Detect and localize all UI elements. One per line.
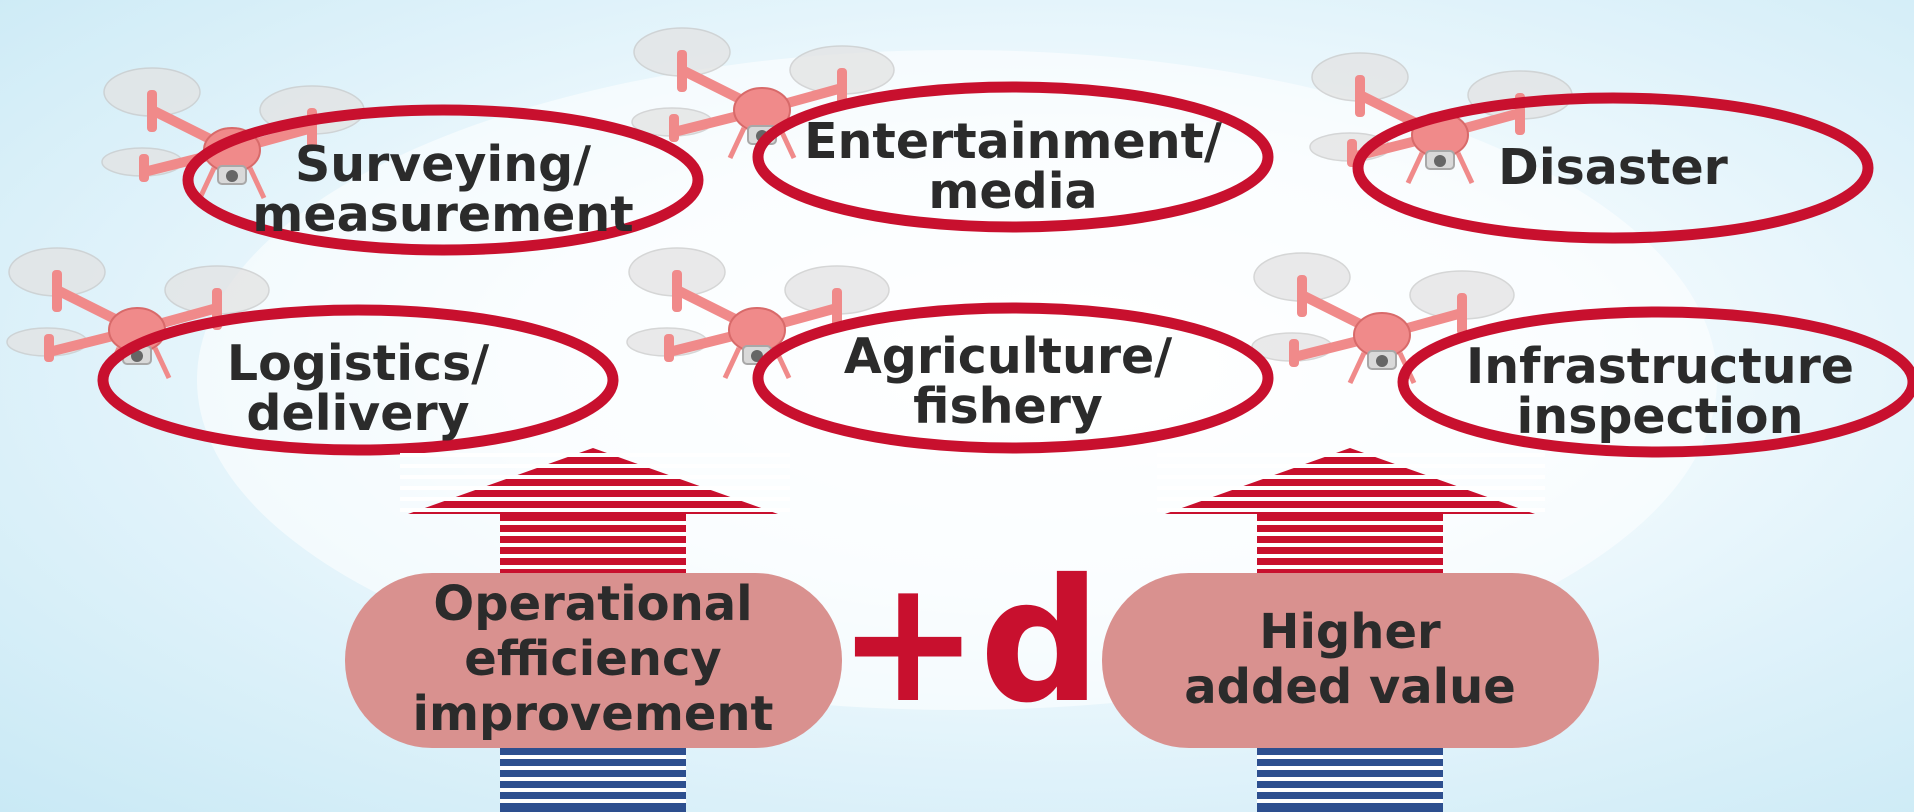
plus-d-logo: +d [837,543,1101,741]
label-line: improvement [412,686,774,743]
use-case-ellipse-agriculture [752,302,1274,454]
use-case-label-agriculture: Agriculture/ fishery [844,332,1172,432]
label-line: Operational [433,576,753,633]
label-line: Logistics/ [226,335,490,393]
left-up-arrow [400,448,790,812]
left-arrow-shaft-red [500,514,686,574]
use-case-label-disaster: Disaster [1498,143,1728,193]
right-arrow-shaft-blue [1257,748,1443,812]
use-case-ellipse-entertainment [752,81,1274,233]
label-line: Higher [1259,603,1441,660]
label-line: Surveying/ [294,136,592,194]
left-arrow-head [400,448,790,514]
use-case-ellipse-disaster [1352,92,1874,244]
label-line: Disaster [1498,139,1728,197]
label-line: delivery [246,385,470,442]
use-case-ellipse-surveying [182,104,704,256]
label-line: Agriculture/ [843,328,1173,386]
driver-label-added-value: Higher added value [1184,603,1516,715]
use-case-ellipse-infrastructure [1397,306,1914,458]
label-line: measurement [252,186,634,243]
left-arrow-shaft-blue [500,748,686,812]
label-line: inspection [1516,388,1804,445]
label-line: added value [1184,659,1516,715]
driver-label-efficiency: Operational efficiency improvement [412,577,773,743]
label-line: Infrastructure [1465,338,1855,396]
use-case-label-surveying: Surveying/ measurement [252,140,633,240]
label-line: efficiency [464,631,722,688]
driver-pill-efficiency [345,573,842,748]
driver-pill-added-value [1102,573,1599,748]
label-line: fishery [913,378,1103,435]
use-case-label-logistics: Logistics/ delivery [227,339,489,439]
right-arrow-head [1157,448,1545,514]
logo-text: +d [837,543,1101,741]
right-arrow-shaft-red [1257,514,1443,574]
label-line: Entertainment/ [804,113,1222,171]
use-case-label-infrastructure: Infrastructure inspection [1466,342,1854,442]
use-case-label-entertainment: Entertainment/ media [804,117,1222,217]
label-line: media [928,163,1098,220]
use-case-ellipse-logistics [97,304,619,456]
right-up-arrow [1157,448,1545,812]
